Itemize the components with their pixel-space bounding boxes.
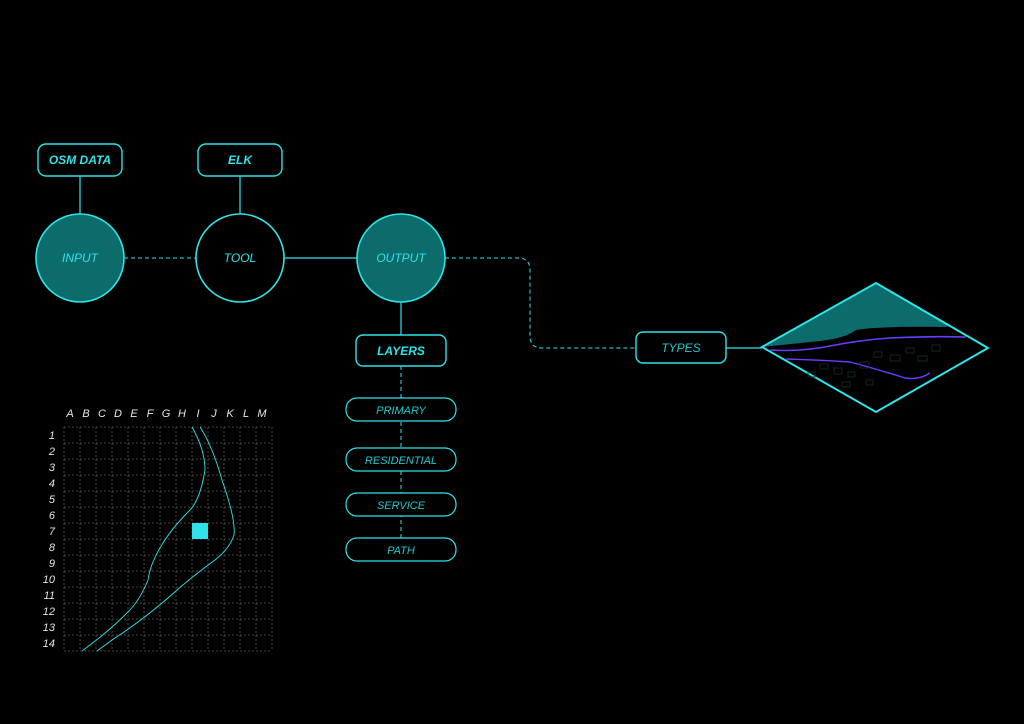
isometric-map-tile <box>759 281 991 414</box>
layer-residential-label: RESIDENTIAL <box>365 455 437 467</box>
grid-row-label: 9 <box>49 558 55 570</box>
tool-node: TOOL <box>195 213 285 303</box>
grid-row-label: 3 <box>49 462 56 474</box>
grid-column-label: G <box>162 408 171 420</box>
grid-column-label: E <box>130 408 138 420</box>
grid-row-label: 10 <box>43 574 56 586</box>
layer-service-label: SERVICE <box>377 500 426 512</box>
osm-data-label: OSM DATA <box>49 153 111 167</box>
layers-box: LAYERS <box>355 334 447 367</box>
elk-label: ELK <box>228 153 253 167</box>
river-path <box>81 426 206 652</box>
grid-column-label: L <box>243 408 249 420</box>
grid-column-label: D <box>114 408 122 420</box>
road-primary <box>769 335 967 352</box>
grid-column-label: B <box>82 408 89 420</box>
grid-column-label: K <box>226 408 234 420</box>
output-node: OUTPUT <box>356 213 446 303</box>
types-label: TYPES <box>661 341 700 355</box>
grid-row-label: 8 <box>49 542 56 554</box>
layer-path-label: PATH <box>387 545 415 557</box>
layers-label: LAYERS <box>377 344 425 358</box>
grid-column-label: F <box>147 408 155 420</box>
layer-service: SERVICE <box>345 492 457 517</box>
grid-row-label: 14 <box>43 638 55 650</box>
input-label: INPUT <box>62 251 100 265</box>
layer-primary-label: PRIMARY <box>376 405 426 417</box>
road-path <box>96 426 235 652</box>
tool-label: TOOL <box>224 251 256 265</box>
grid-column-label: J <box>210 408 217 420</box>
grid-column-label: M <box>257 408 267 420</box>
layer-primary: PRIMARY <box>345 397 457 422</box>
grid-row-label: 2 <box>48 446 55 458</box>
grid-row-label: 11 <box>44 590 55 602</box>
road-secondary <box>785 358 931 380</box>
highlighted-cell <box>192 523 208 539</box>
grid-row-label: 13 <box>43 622 56 634</box>
grid-column-label: H <box>178 408 186 420</box>
osm-data-box: OSM DATA <box>37 143 123 177</box>
elk-box: ELK <box>197 143 283 177</box>
layer-residential: RESIDENTIAL <box>345 447 457 472</box>
grid-column-label: C <box>98 408 106 420</box>
grid-row-label: 4 <box>49 478 55 490</box>
output-label: OUTPUT <box>376 251 427 265</box>
grid-row-label: 7 <box>49 526 56 538</box>
connector-output-types <box>445 257 636 349</box>
grid-column-label: A <box>65 408 73 420</box>
grid-row-label: 6 <box>49 510 56 522</box>
grid-row-label: 1 <box>49 430 55 442</box>
building-footprints <box>807 344 941 388</box>
grid-row-label: 12 <box>43 606 55 618</box>
types-box: TYPES <box>635 331 727 364</box>
grid-column-label: I <box>196 408 199 420</box>
layer-path: PATH <box>345 537 457 562</box>
grid-lines <box>63 426 273 652</box>
input-node: INPUT <box>35 213 125 303</box>
grid-row-label: 5 <box>49 494 56 506</box>
